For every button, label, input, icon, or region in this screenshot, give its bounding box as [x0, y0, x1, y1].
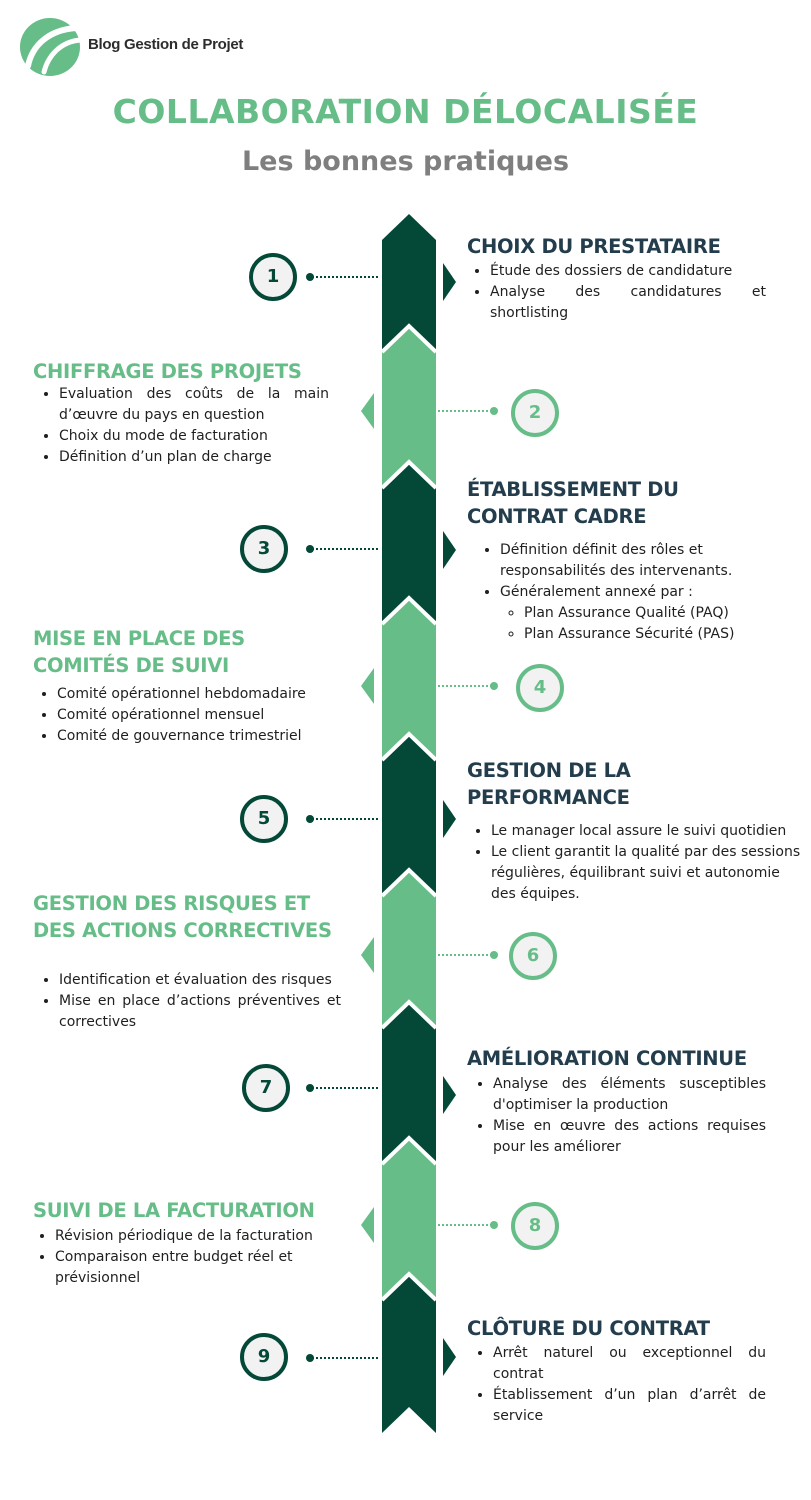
step-4-list: Comité opérationnel hebdomadaire Comité … [35, 684, 377, 747]
timeline-segment-8 [382, 1138, 436, 1300]
connector-dot [306, 273, 314, 281]
step-8-list: Révision périodique de la facturation Co… [33, 1226, 355, 1289]
list-item: Définition définit des rôles et responsa… [500, 540, 800, 582]
step-badge-9: 9 [240, 1333, 288, 1381]
connector-dot [306, 545, 314, 553]
timeline-chevron [380, 867, 438, 898]
list-item: Identification et évaluation des risques [59, 970, 341, 991]
step-3-list: Définition définit des rôles et responsa… [478, 540, 800, 645]
list-item: Comité opérationnel mensuel [57, 705, 377, 726]
step-2-list: Evaluation des coûts de la main d’œuvre … [37, 384, 329, 468]
step-badge-6: 6 [509, 932, 557, 980]
timeline-chevron [380, 459, 438, 490]
list-item: Définition d’un plan de charge [59, 447, 329, 468]
brand-logo: Blog Gestion de Projet [18, 16, 268, 78]
step-badge-8: 8 [511, 1202, 559, 1250]
step-1-title: CHOIX DU PRESTATAIRE [467, 235, 721, 258]
step-9-list: Arrêt naturel ou exceptionnel du contrat… [471, 1343, 766, 1427]
sublist-item: Plan Assurance Qualité (PAQ) [524, 603, 800, 624]
timeline-segment-7 [382, 1002, 436, 1164]
step-9-title: CLÔTURE DU CONTRAT [467, 1317, 710, 1340]
timeline-chevron [380, 999, 438, 1030]
list-item: Arrêt naturel ou exceptionnel du contrat [493, 1343, 766, 1385]
brand-name: Blog Gestion de Projet [88, 36, 244, 53]
timeline-chevron [380, 1271, 438, 1302]
timeline-segment-1 [382, 214, 436, 352]
timeline-segment-6 [382, 870, 436, 1028]
connector-dot [490, 682, 498, 690]
sublist-item: Plan Assurance Sécurité (PAS) [524, 624, 800, 645]
list-item: Mise en œuvre des actions requises pour … [493, 1116, 766, 1158]
list-item: Révision périodique de la facturation [55, 1226, 355, 1247]
step-badge-5: 5 [240, 795, 288, 843]
timeline-segment-2 [382, 326, 436, 488]
timeline-segment-9 [382, 1274, 436, 1433]
step-2-title: CHIFFRAGE DES PROJETS [33, 360, 302, 383]
step-5-list: Le manager local assure le suivi quotidi… [469, 821, 801, 905]
list-item: Mise en place d’actions préventives et c… [59, 991, 341, 1033]
list-item: Le manager local assure le suivi quotidi… [491, 821, 801, 842]
timeline-chevron [380, 731, 438, 762]
list-item: Établissement d’un plan d’arrêt de servi… [493, 1385, 766, 1427]
list-item: Comité de gouvernance trimestriel [57, 726, 377, 747]
list-item: Comparaison entre budget réel et prévisi… [55, 1247, 355, 1289]
step-badge-2: 2 [511, 389, 559, 437]
step-3-title: ÉTABLISSEMENT DU CONTRAT CADRE [467, 478, 679, 528]
arrow-tab-left-4 [361, 668, 374, 704]
step-3-sublist: Plan Assurance Qualité (PAQ) Plan Assura… [500, 603, 800, 645]
list-item: Analyse des candidatures et shortlisting [490, 282, 766, 324]
arrow-tab-right-5 [443, 800, 456, 838]
list-item: Evaluation des coûts de la main d’œuvre … [59, 384, 329, 426]
timeline-chevron [380, 595, 438, 626]
step-badge-1: 1 [249, 253, 297, 301]
connector-dot [490, 1221, 498, 1229]
step-8-title: SUIVI DE LA FACTURATION [33, 1199, 315, 1222]
step-badge-3: 3 [240, 525, 288, 573]
step-6-list: Identification et évaluation des risques… [37, 970, 341, 1033]
step-badge-4: 4 [516, 664, 564, 712]
leaf-logo-icon [20, 18, 83, 76]
list-item: Analyse des éléments susceptibles d'opti… [493, 1074, 766, 1116]
arrow-tab-left-6 [361, 937, 374, 973]
connector-dot [306, 815, 314, 823]
arrow-tab-right-1 [443, 263, 456, 301]
arrow-tab-right-7 [443, 1076, 456, 1114]
page-subtitle: Les bonnes pratiques [241, 146, 570, 177]
page-title: COLLABORATION DÉLOCALISÉE [112, 92, 699, 131]
timeline-segment-3 [382, 462, 436, 624]
arrow-tab-right-3 [443, 531, 456, 569]
list-item: Comité opérationnel hebdomadaire [57, 684, 377, 705]
step-7-title: AMÉLIORATION CONTINUE [467, 1047, 747, 1070]
timeline-chevron [380, 1135, 438, 1166]
step-4-title: MISE EN PLACE DES COMITÉS DE SUIVI [33, 627, 245, 677]
step-badge-7: 7 [242, 1064, 290, 1112]
list-item: Choix du mode de facturation [59, 426, 329, 447]
connector-dot [490, 951, 498, 959]
arrow-tab-left-8 [361, 1207, 374, 1243]
step-6-title: GESTION DES RISQUES ET DES ACTIONS CORRE… [33, 892, 332, 942]
step-5-title: GESTION DE LA PERFORMANCE [467, 759, 631, 809]
arrow-tab-left-2 [361, 393, 374, 429]
timeline-segment-5 [382, 734, 436, 896]
arrow-tab-right-9 [443, 1338, 456, 1376]
list-item: Généralement annexé par : Plan Assurance… [500, 582, 800, 645]
connector-dot [306, 1084, 314, 1092]
timeline-segment-4 [382, 598, 436, 760]
list-item: Le client garantit la qualité par des se… [491, 842, 801, 905]
connector-dot [490, 407, 498, 415]
list-item-text: Généralement annexé par : [500, 584, 693, 600]
timeline-chevron [380, 323, 438, 354]
step-7-list: Analyse des éléments susceptibles d'opti… [471, 1074, 766, 1158]
connector-dot [306, 1354, 314, 1362]
list-item: Étude des dossiers de candidature [490, 261, 766, 282]
step-1-list: Étude des dossiers de candidature Analys… [468, 261, 766, 324]
